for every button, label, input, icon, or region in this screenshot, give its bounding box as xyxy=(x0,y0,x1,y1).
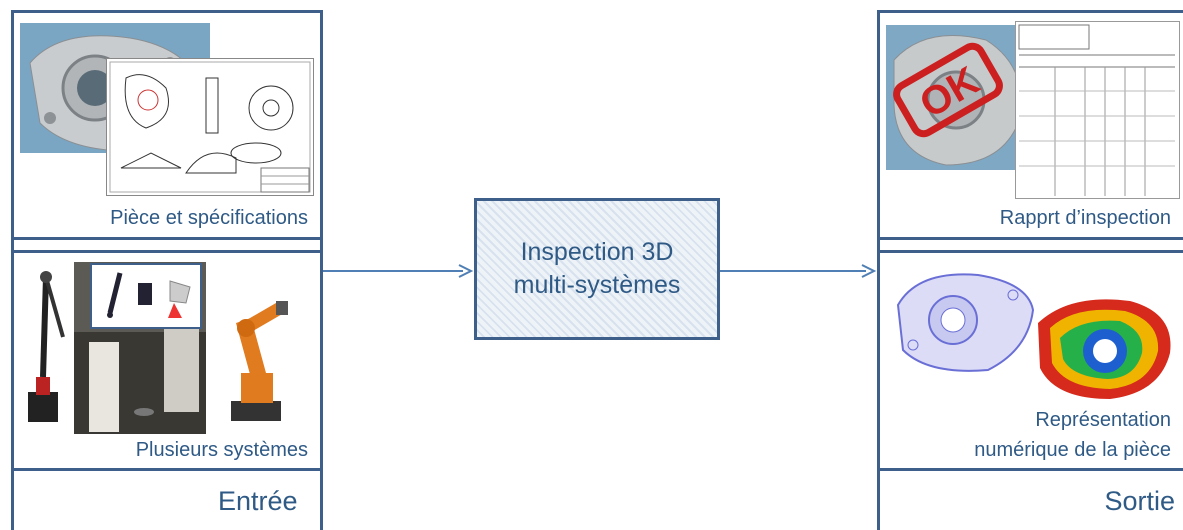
process-box: Inspection 3D multi-systèmes xyxy=(474,198,720,340)
measurement-systems-label: Plusieurs systèmes xyxy=(135,439,308,461)
part-specifications-label: Pièce et spécifications xyxy=(110,207,308,229)
industrial-robot-photo xyxy=(231,301,288,421)
measuring-arm-photo xyxy=(28,271,65,422)
digital-model-panel: Représentation numérique de la pièce xyxy=(877,250,1183,471)
inspection-report-label: Rapprt d’inspection xyxy=(999,207,1171,229)
arrow-process-to-output xyxy=(720,264,877,278)
point-cloud-model xyxy=(896,273,1035,372)
output-title: Sortie xyxy=(1104,486,1175,516)
part-specifications-panel: Pièce et spécifications xyxy=(11,10,323,240)
arrow-input-to-process xyxy=(323,264,474,278)
digital-model-label-line2: numérique de la pièce xyxy=(974,439,1171,461)
digital-model-label-line1: Représentation xyxy=(1035,409,1171,431)
input-title: Entrée xyxy=(218,486,298,516)
inspection-report-panel: OK Rapprt d’inspection xyxy=(877,10,1183,240)
process-title-line2: multi-systèmes xyxy=(513,271,681,299)
ok-stamp: OK xyxy=(893,42,1003,138)
ok-stamp-text: OK xyxy=(913,58,987,126)
inspection-report-sheet xyxy=(1015,21,1180,199)
color-deviation-map xyxy=(1038,299,1171,399)
technical-drawing xyxy=(106,58,314,196)
measurement-systems-panel: Plusieurs systèmes xyxy=(11,250,323,471)
scanner-probes-inset xyxy=(90,263,202,329)
process-title-line1: Inspection 3D xyxy=(520,238,674,266)
